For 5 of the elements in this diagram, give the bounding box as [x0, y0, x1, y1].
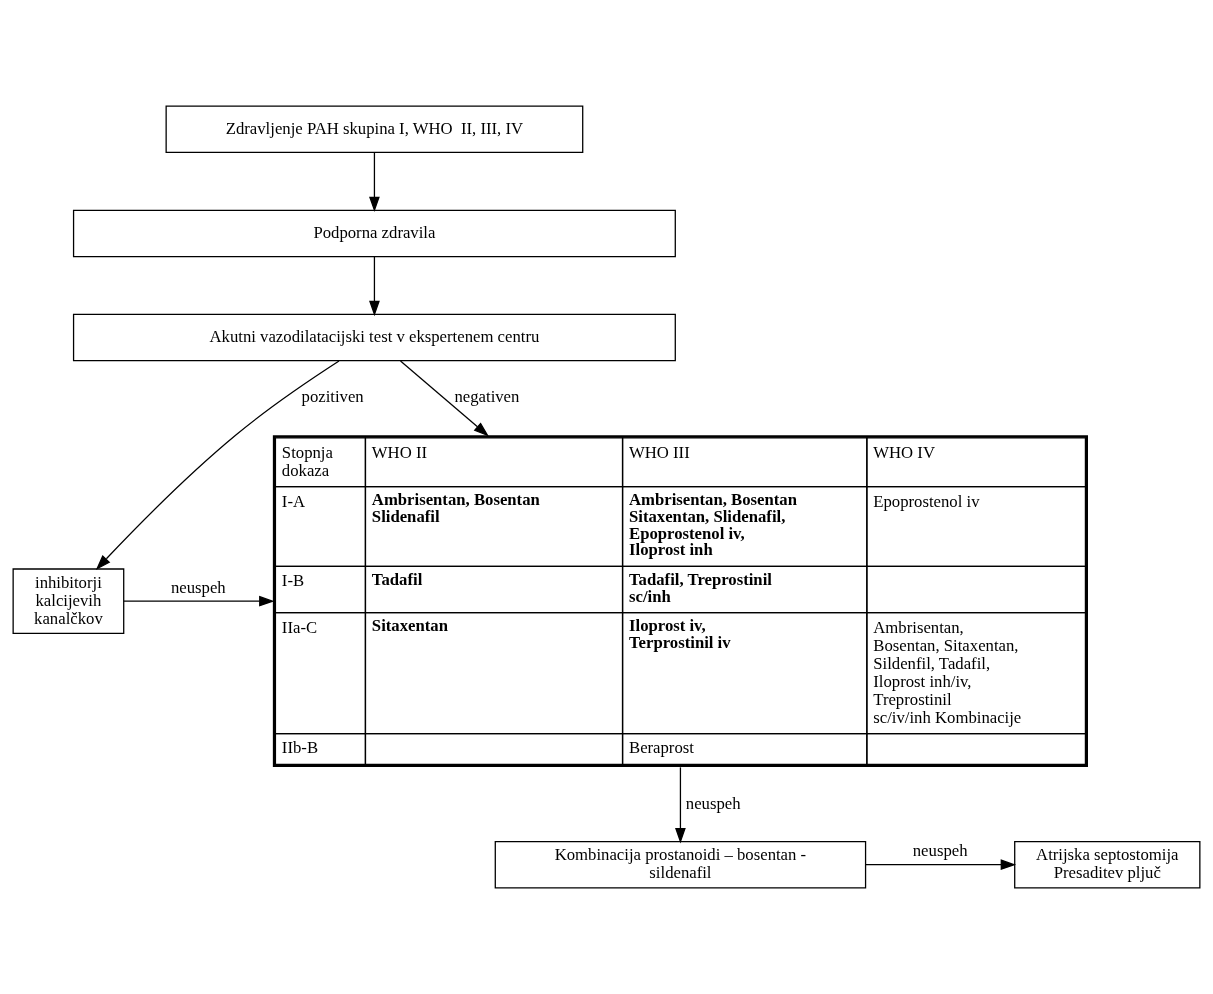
- edge-label: negativen: [454, 387, 520, 407]
- edge-label: neuspeh: [685, 793, 741, 813]
- edge-label: neuspeh: [170, 577, 226, 597]
- edge-label: pozitiven: [301, 387, 364, 407]
- edge-label: neuspeh: [912, 841, 968, 861]
